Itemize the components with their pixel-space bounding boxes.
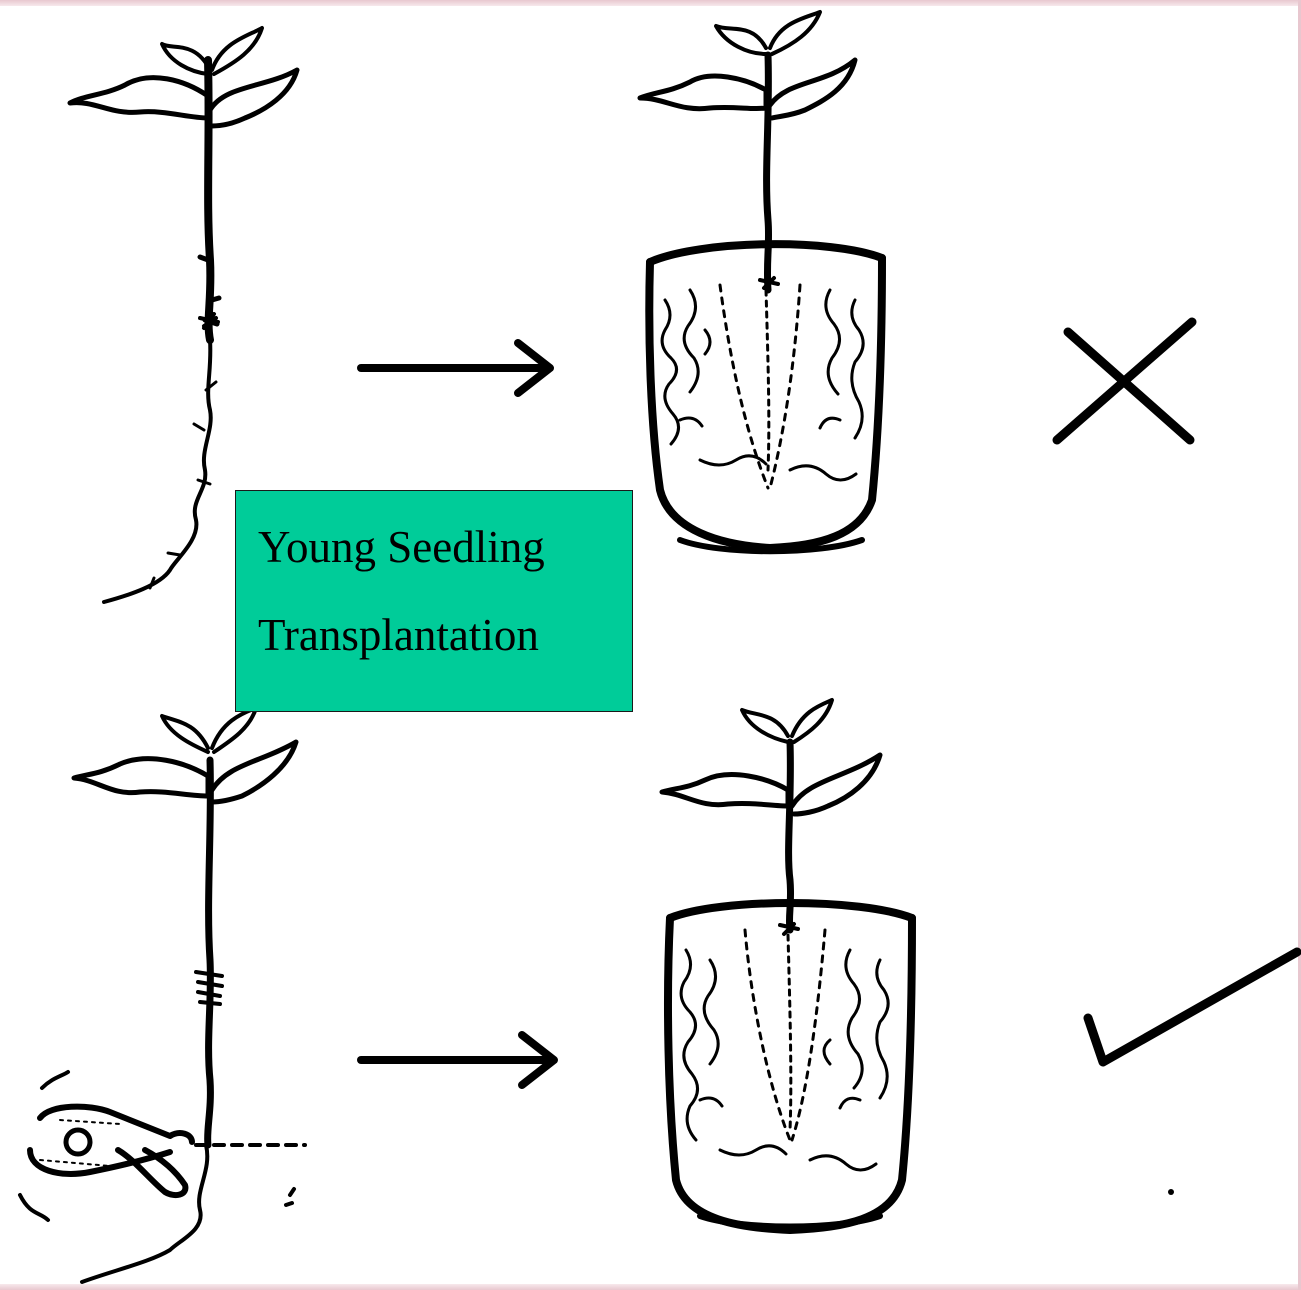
stray-dot <box>1168 1189 1174 1195</box>
check-icon <box>1088 952 1297 1062</box>
seedling-trimmed <box>74 708 305 1282</box>
arrow-row-2 <box>361 1035 554 1085</box>
potted-seedling-untrimmed <box>640 12 882 551</box>
title-label-box: Young Seedling Transplantation <box>235 490 633 712</box>
potted-seedling-trimmed <box>662 700 912 1230</box>
title-line-1: Young Seedling <box>258 521 545 573</box>
pruning-shears-icon <box>20 1072 192 1220</box>
cross-icon <box>1057 322 1192 440</box>
title-line-2: Transplantation <box>258 609 539 661</box>
arrow-row-1 <box>361 343 550 393</box>
